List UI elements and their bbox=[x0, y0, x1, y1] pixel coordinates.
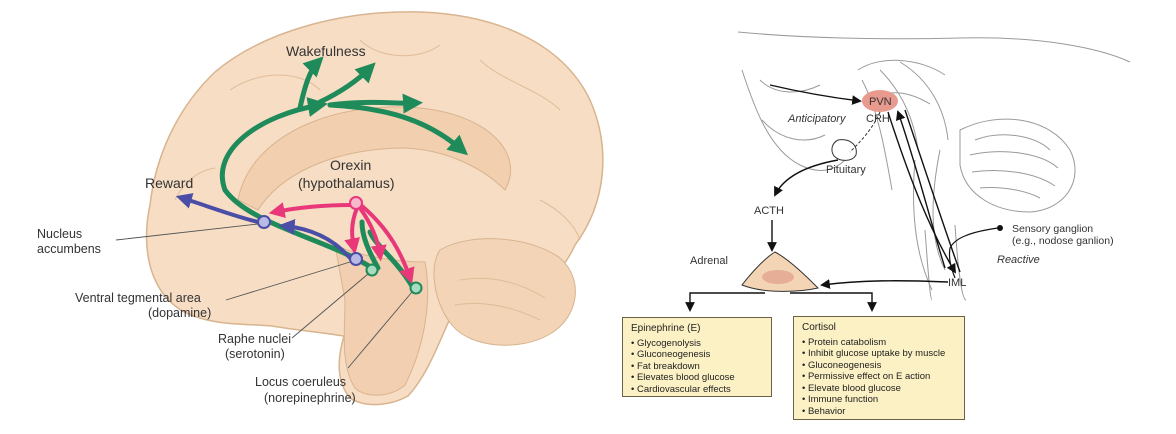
nuclei bbox=[257, 196, 423, 295]
list-item: Permissive effect on E action bbox=[802, 371, 956, 383]
pvn-label: PVN bbox=[869, 96, 892, 108]
raphe-node bbox=[365, 263, 379, 277]
list-item: Cardiovascular effects bbox=[631, 384, 763, 396]
left-brain-panel: Wakefulness Orexin (hypothalamus) Reward… bbox=[37, 11, 604, 406]
locus-label-2: (norepinephrine) bbox=[264, 391, 356, 405]
list-item: Gluconeogenesis bbox=[802, 360, 956, 372]
cerebellum-line-art bbox=[959, 118, 1076, 213]
cortisol-list: Protein catabolism Inhibit glucose uptak… bbox=[802, 337, 956, 418]
cortisol-box: Cortisol Protein catabolism Inhibit gluc… bbox=[793, 316, 965, 420]
locus-label-1: Locus coeruleus bbox=[255, 375, 346, 389]
wakefulness-label: Wakefulness bbox=[286, 43, 366, 59]
list-item: Gluconeogenesis bbox=[631, 349, 763, 361]
anticipatory-arrow bbox=[769, 84, 862, 105]
list-item: Elevate blood glucose bbox=[802, 383, 956, 395]
list-item: Fat breakdown bbox=[631, 361, 763, 373]
pituitary-acth-arrow bbox=[774, 159, 839, 197]
adrenal-label: Adrenal bbox=[690, 255, 728, 267]
reactive-label: Reactive bbox=[997, 254, 1040, 266]
raphe-label-1: Raphe nuclei bbox=[218, 332, 291, 346]
epinephrine-box: Epinephrine (E) Glycogenolysis Gluconeog… bbox=[622, 317, 772, 397]
iml-label: IML bbox=[948, 277, 966, 289]
locus-coeruleus-node bbox=[409, 281, 423, 295]
raphe-label-2: (serotonin) bbox=[225, 347, 285, 361]
crh-dashed bbox=[849, 111, 881, 153]
leader-lines bbox=[115, 223, 413, 369]
vta-label-2: (dopamine) bbox=[148, 306, 211, 320]
brain-line-art bbox=[737, 31, 1131, 291]
sensory-ganglion-pathway bbox=[948, 227, 999, 279]
cerebellum bbox=[433, 238, 576, 346]
pituitary-shape bbox=[831, 139, 857, 161]
pituitary-label: Pituitary bbox=[826, 164, 866, 176]
sensory-ganglion-label-1: Sensory ganglion bbox=[1012, 223, 1093, 235]
pvn-iml-pathway bbox=[887, 109, 961, 274]
adrenal-medulla bbox=[762, 270, 794, 284]
cortisol-title: Cortisol bbox=[802, 322, 836, 333]
orexin-sublabel: (hypothalamus) bbox=[298, 175, 395, 191]
list-item: Immune function bbox=[802, 394, 956, 406]
list-item: Elevates blood glucose bbox=[631, 372, 763, 384]
brain-outline bbox=[145, 11, 604, 406]
spinal-cord bbox=[924, 224, 967, 301]
reward-label: Reward bbox=[145, 175, 193, 191]
vta-node bbox=[349, 252, 363, 266]
nucleus-accumbens-label-1: Nucleus bbox=[37, 227, 82, 241]
list-item: Inhibit glucose uptake by muscle bbox=[802, 348, 956, 360]
iml-adrenal-arrow bbox=[820, 279, 949, 289]
acth-label: ACTH bbox=[754, 205, 784, 217]
reward-pathways bbox=[175, 193, 352, 260]
adrenal-output-arrows bbox=[685, 292, 877, 312]
nucleus-accumbens-label-2: accumbens bbox=[37, 242, 101, 256]
sensory-ganglion-dot bbox=[997, 225, 1003, 231]
epinephrine-list: Glycogenolysis Gluconeogenesis Fat break… bbox=[631, 338, 763, 396]
list-item: Protein catabolism bbox=[802, 337, 956, 349]
sensory-ganglion-label-2: (e.g., nodose ganlion) bbox=[1012, 235, 1114, 247]
vta-label-1: Ventral tegmental area bbox=[75, 291, 201, 305]
crh-label: CRH bbox=[866, 113, 890, 125]
nucleus-accumbens-node bbox=[257, 215, 271, 229]
list-item: Behavior bbox=[802, 406, 956, 418]
anticipatory-label: Anticipatory bbox=[787, 113, 847, 125]
list-item: Glycogenolysis bbox=[631, 338, 763, 350]
pvn-region bbox=[862, 90, 898, 112]
epinephrine-title: Epinephrine (E) bbox=[631, 323, 701, 334]
orexin-nucleus bbox=[349, 196, 363, 210]
right-stress-panel: PVN CRH Anticipatory Pituitary ACTH Adre… bbox=[685, 31, 1131, 312]
orexin-label: Orexin bbox=[330, 157, 371, 173]
orexin-projections bbox=[268, 202, 415, 285]
